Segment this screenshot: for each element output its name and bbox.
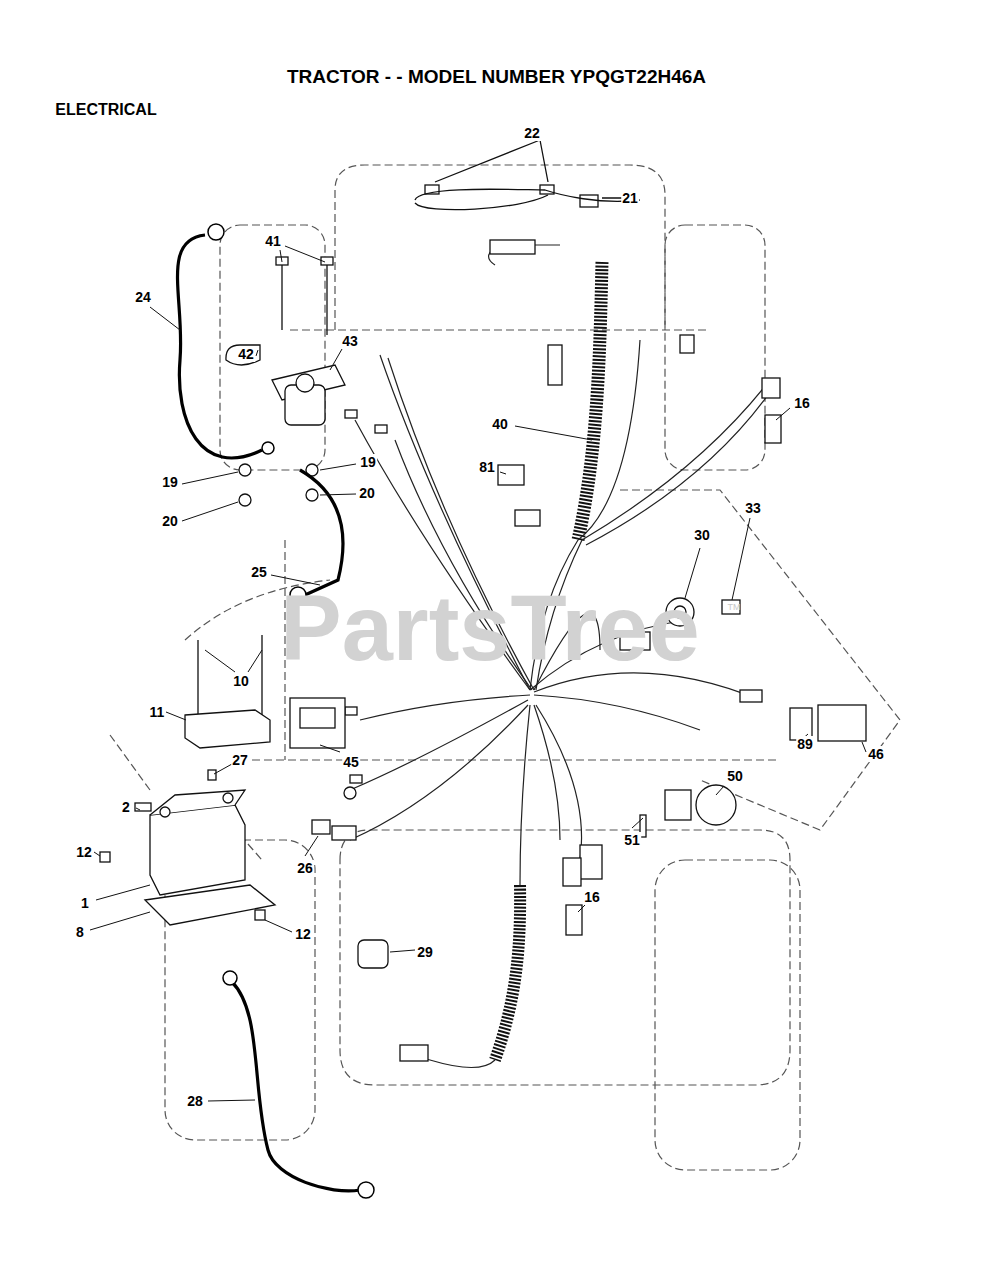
callout-number: 11 bbox=[149, 704, 166, 720]
page-title: TRACTOR - - MODEL NUMBER YPQGT22H46A bbox=[0, 66, 993, 88]
callout-number: 33 bbox=[744, 500, 762, 516]
callout-number: 19 bbox=[161, 474, 179, 490]
callout-number: 20 bbox=[358, 485, 376, 501]
callout-number: 20 bbox=[161, 513, 179, 529]
callout-number: 1 bbox=[80, 895, 90, 911]
callout-number: 81 bbox=[478, 459, 496, 475]
callout-number: 19 bbox=[359, 454, 377, 470]
callout-number: 29 bbox=[416, 944, 434, 960]
watermark-mark: TM bbox=[728, 603, 741, 612]
callout-number: 10 bbox=[232, 673, 250, 689]
callout-number: 8 bbox=[75, 924, 85, 940]
callout-number: 12 bbox=[75, 844, 93, 860]
callout-number: 40 bbox=[491, 416, 509, 432]
callout-number: 89 bbox=[796, 736, 814, 752]
callout-number: 45 bbox=[342, 754, 360, 770]
callout-number: 51 bbox=[623, 832, 641, 848]
callout-number: 25 bbox=[250, 564, 268, 580]
callout-number: 27 bbox=[231, 752, 249, 768]
callout-number: 12 bbox=[294, 926, 312, 942]
callout-number: 43 bbox=[341, 333, 359, 349]
callout-number: 30 bbox=[693, 527, 711, 543]
callout-number: 21 bbox=[621, 190, 639, 206]
callout-number: 41 bbox=[264, 233, 282, 249]
callout-number: 2 bbox=[121, 799, 131, 815]
callout-number: 46 bbox=[867, 746, 885, 762]
callout-number: 26 bbox=[296, 860, 314, 876]
callout-number: 16 bbox=[793, 395, 811, 411]
watermark: PartsTree bbox=[280, 582, 699, 674]
callout-number: 22 bbox=[523, 125, 541, 141]
callout-number: 50 bbox=[726, 768, 744, 784]
section-heading: ELECTRICAL bbox=[55, 102, 156, 118]
callout-number: 24 bbox=[134, 289, 152, 305]
callout-number: 28 bbox=[186, 1093, 204, 1109]
callout-number: 42 bbox=[237, 346, 255, 362]
callout-number: 16 bbox=[583, 889, 601, 905]
